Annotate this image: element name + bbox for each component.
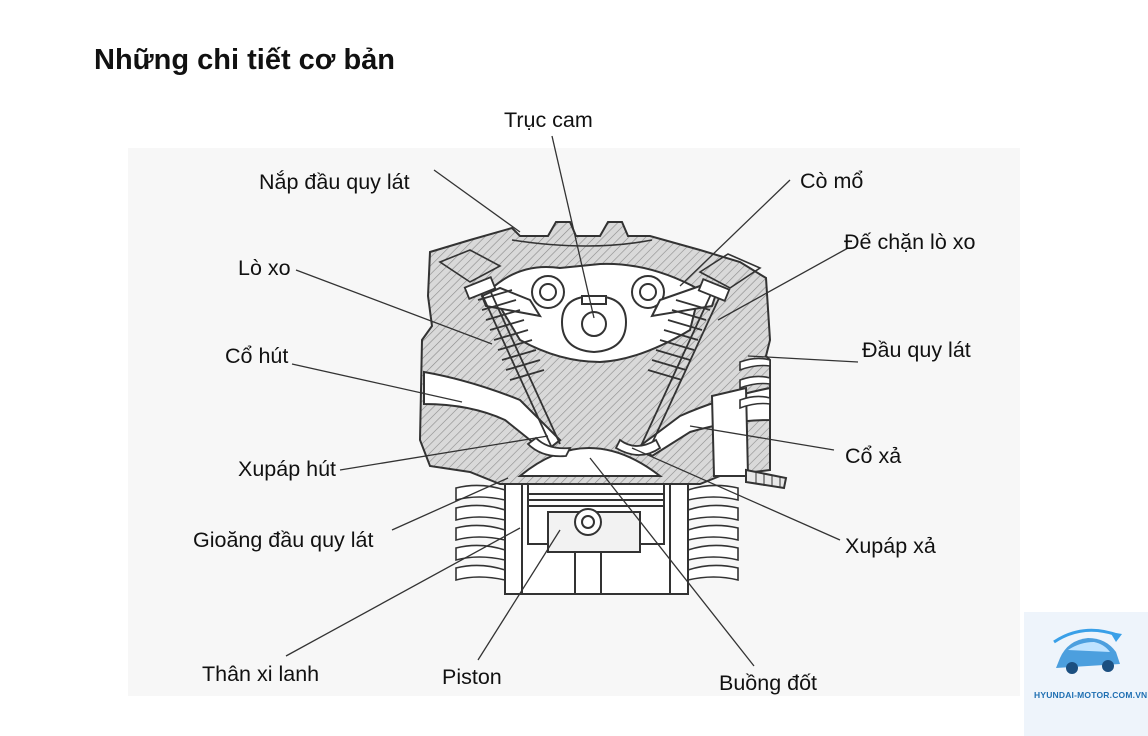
label-truc-cam: Trục cam	[504, 108, 593, 132]
label-de-chan-lo-xo: Đế chặn lò xo	[844, 230, 976, 254]
label-dau-quy-lat: Đầu quy lát	[862, 338, 971, 362]
head-cover-detail	[438, 239, 762, 289]
label-xupap-xa: Xupáp xả	[845, 534, 936, 558]
head-fins-right	[739, 357, 771, 410]
page-title: Những chi tiết cơ bản	[94, 44, 396, 76]
leader-buong-dot	[589, 457, 755, 667]
label-co-mo: Cò mổ	[800, 169, 864, 193]
exhaust-flange	[710, 386, 788, 490]
leader-piston	[477, 529, 561, 661]
label-nap-dau-quy-lat: Nắp đầu quy lát	[259, 170, 410, 194]
exhaust-valve-assembly	[614, 278, 731, 456]
label-co-xa: Cổ xả	[845, 444, 902, 468]
intake-valve-assembly	[463, 276, 572, 458]
leader-lines	[285, 135, 859, 667]
leader-gioang-dau-quy-lat	[391, 477, 509, 531]
piston-shape	[527, 483, 665, 594]
label-xupap-hut: Xupáp hút	[238, 457, 337, 481]
label-piston: Piston	[442, 665, 502, 689]
leader-than-xi-lanh	[285, 527, 521, 657]
leader-truc-cam	[551, 135, 595, 319]
leader-lo-xo	[295, 269, 493, 345]
car-logo-icon	[1053, 628, 1122, 674]
rocker-bosses	[531, 275, 665, 309]
leader-dau-quy-lat	[747, 355, 859, 363]
leader-co-hut	[291, 363, 463, 403]
label-gioang-dau-quy-lat: Gioăng đầu quy lát	[193, 528, 374, 552]
label-buong-dot: Buồng đốt	[719, 671, 818, 695]
label-co-hut: Cổ hút	[225, 344, 289, 368]
cylinder-fins-left	[455, 484, 506, 582]
camshaft-shape	[560, 294, 628, 354]
brand-logo-text: HYUNDAI-MOTOR.COM.VN	[1034, 690, 1148, 700]
leader-de-chan-lo-xo	[717, 247, 849, 321]
leader-xupap-xa	[631, 447, 841, 541]
cylinder-fins-right	[687, 484, 739, 582]
brand-logo-area	[1024, 612, 1148, 736]
leader-xupap-hut	[339, 435, 549, 471]
label-lo-xo: Lò xo	[238, 256, 291, 280]
leader-co-xa	[689, 425, 835, 451]
label-than-xi-lanh: Thân xi lanh	[202, 662, 320, 686]
leader-nap-dau-quy-lat	[433, 169, 521, 233]
leader-co-mo	[679, 179, 791, 287]
